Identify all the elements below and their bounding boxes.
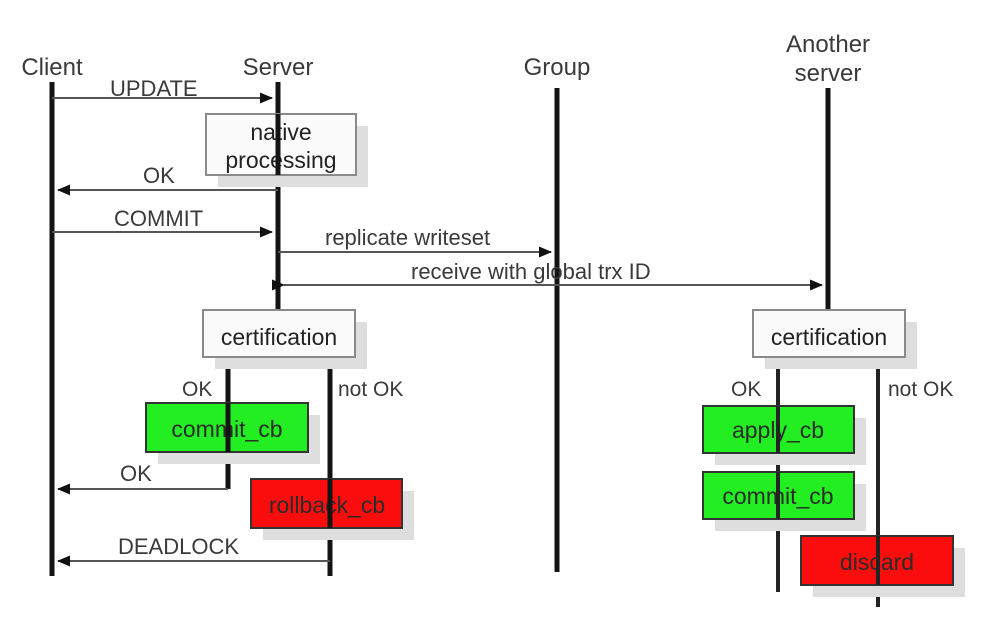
message-label-ok-native: OK — [143, 163, 175, 188]
branch-label-another-ok: OK — [731, 378, 761, 401]
message-replicate-writeset: replicate writeset — [278, 225, 552, 258]
box-label-another-certification: certification — [771, 324, 887, 350]
lifeline-label-client: Client — [21, 54, 83, 81]
box-another-certification: certification — [752, 309, 917, 369]
message-label-commit: COMMIT — [114, 206, 203, 231]
message-label-receive-global-trx: receive with global trx ID — [411, 259, 651, 284]
lifeline-label-another-server-line1: Another — [786, 31, 870, 58]
message-deadlock: DEADLOCK — [57, 534, 330, 567]
box-server-commit-cb: commit_cb — [145, 402, 320, 464]
message-label-update: UPDATE — [110, 76, 198, 101]
lifeline-label-group: Group — [524, 54, 591, 81]
branch-label-another-not-ok: not OK — [888, 378, 953, 401]
box-another-discard: discard — [800, 535, 965, 597]
box-server-rollback-cb: rollback_cb — [250, 478, 414, 540]
branch-label-server-not-ok: not OK — [338, 378, 403, 401]
box-another-apply-cb: apply_cb — [702, 405, 866, 465]
box-native-processing: native processing — [205, 113, 368, 187]
message-commit: COMMIT — [52, 206, 273, 238]
message-label-replicate-writeset: replicate writeset — [325, 225, 490, 250]
lifeline-label-server: Server — [243, 54, 314, 81]
box-label-server-certification: certification — [221, 324, 337, 350]
box-label-server-rollback-cb: rollback_cb — [269, 492, 385, 518]
box-another-commit-cb: commit_cb — [702, 471, 866, 531]
message-ok-commit: OK — [57, 461, 228, 495]
message-receive-global-trx: receive with global trx ID — [272, 259, 823, 291]
message-label-ok-commit: OK — [120, 461, 152, 486]
branch-label-server-ok: OK — [182, 378, 212, 401]
message-update: UPDATE — [52, 76, 273, 104]
lifeline-label-another-server-line2: server — [795, 60, 862, 87]
message-ok-native: OK — [57, 163, 278, 196]
box-server-certification: certification — [202, 309, 367, 369]
message-label-deadlock: DEADLOCK — [118, 534, 239, 559]
box-label-native-processing-line2: processing — [225, 147, 336, 173]
box-label-native-processing-line1: native — [250, 119, 311, 145]
